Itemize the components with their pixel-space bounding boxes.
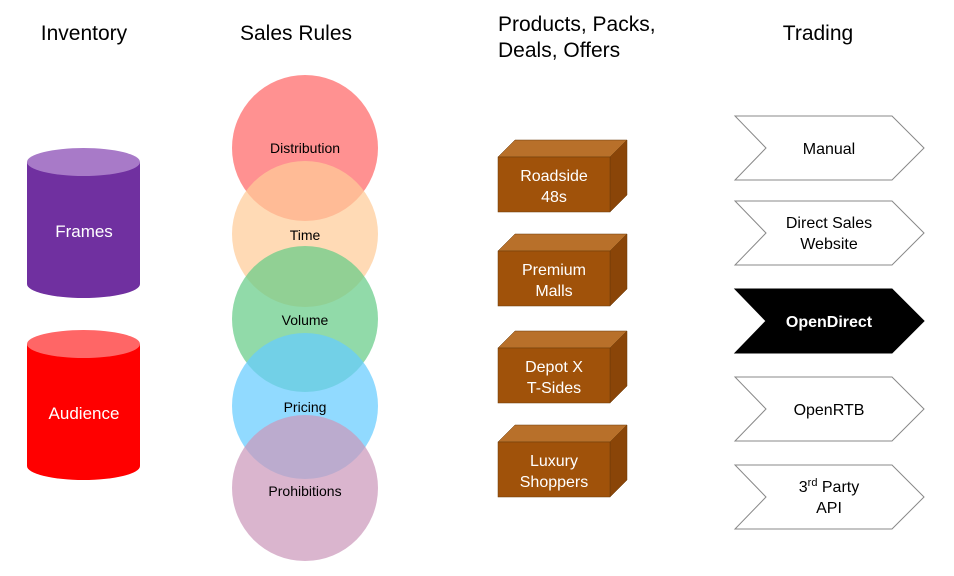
trading-label: OpenRTB [794,402,865,419]
product-label-line2: T-Sides [527,380,581,397]
trading-label: Manual [803,141,855,158]
rule-label-volume: Volume [282,312,329,328]
rule-label-time: Time [290,227,321,243]
trading-chevron-4: OpenRTB [733,376,925,442]
trading-label-line1: Direct Sales [786,215,872,232]
product-label-line1: Luxury [530,453,578,470]
product-label-line1: Roadside [520,168,588,185]
product-label-line2: Shoppers [520,474,589,491]
sales-rules-circles: DistributionTimeVolumePricingProhibition… [232,75,378,561]
cylinder-audience-label: Audience [49,404,120,423]
trading-label-line2: API [816,500,842,517]
rule-circle-prohibitions [232,415,378,561]
trading-label-line2: Website [800,236,858,253]
rule-label-pricing: Pricing [284,399,327,415]
trading-label-line1: 3rd Party [799,477,859,496]
product-label-line1: Premium [522,262,586,279]
product-box-1: Roadside 48s [497,139,628,213]
product-label-line1: Depot X [525,359,583,376]
product-label-line2: 48s [541,189,567,206]
product-box-3: Depot X T-Sides [497,330,628,404]
header-sales-rules: Sales Rules [240,22,352,45]
cylinder-audience: Audience [27,330,140,480]
cylinder-frames-label: Frames [55,222,113,241]
product-label-line2: Malls [535,283,572,300]
header-products-line2: Deals, Offers [498,39,620,62]
header-products-line1: Products, Packs, [498,13,656,36]
trading-chevron-1: Manual [733,115,925,181]
rule-label-distribution: Distribution [270,140,340,156]
header-inventory: Inventory [41,22,128,45]
rule-label-prohibitions: Prohibitions [268,483,341,499]
trading-chevron-3: OpenDirect [733,288,925,354]
cylinder-frames: Frames [27,148,140,298]
header-trading: Trading [783,22,853,45]
trading-label: OpenDirect [786,314,873,331]
